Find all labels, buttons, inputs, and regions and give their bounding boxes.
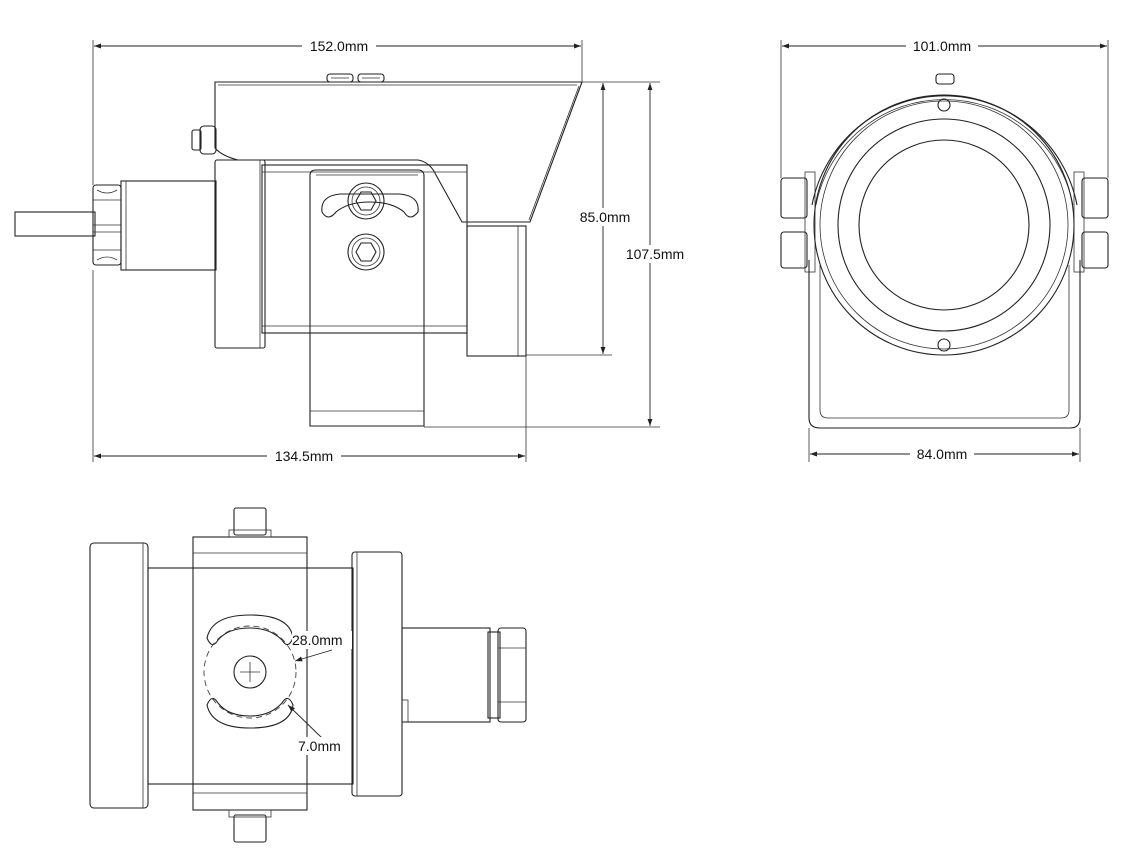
cable — [14, 211, 96, 237]
dim-slot-width: 7.0mm — [287, 704, 348, 755]
housing-body — [261, 164, 468, 334]
dim-total-height: 107.5mm — [424, 83, 690, 428]
bottom-screw-top — [228, 507, 272, 538]
bottom-front-flange — [351, 551, 403, 797]
shield-screw-1 — [326, 73, 354, 83]
dim-label-101: 101.0mm — [913, 38, 971, 54]
bottom-screw-bottom — [228, 809, 272, 843]
dim-label-134: 134.5mm — [275, 448, 333, 464]
bottom-pivot-circle — [203, 625, 297, 719]
front-bracket — [808, 260, 1081, 429]
hex-bolt-upper — [347, 182, 385, 220]
cable-gland-nut — [92, 184, 122, 266]
sun-shield — [214, 81, 583, 223]
dim-overall-length: 152.0mm — [92, 37, 583, 185]
bottom-housing — [147, 567, 354, 785]
dim-label-107: 107.5mm — [626, 246, 684, 262]
bottom-gland-body — [401, 627, 491, 723]
dim-bracket-width: 84.0mm — [808, 428, 1081, 463]
bottom-gland-nut — [487, 627, 527, 723]
mounting-bracket — [309, 169, 425, 427]
cable-gland-body — [120, 180, 217, 271]
bottom-view: 28.0mm 7.0mm — [89, 507, 527, 843]
bottom-arc-slot-upper — [206, 614, 294, 646]
bottom-rear-cap — [89, 542, 149, 809]
rear-shield-screw — [191, 125, 217, 155]
dim-front-width: 101.0mm — [780, 37, 1109, 178]
dim-label-85: 85.0mm — [580, 209, 631, 225]
dim-label-28: 28.0mm — [292, 632, 343, 648]
dim-label-84: 84.0mm — [917, 446, 968, 462]
dim-body-length: 134.5mm — [92, 270, 527, 465]
front-bolt-right — [1073, 171, 1109, 273]
dim-label-7: 7.0mm — [298, 738, 341, 754]
front-bolt-left — [780, 171, 816, 273]
shield-screw-2 — [357, 73, 385, 83]
dim-label-152: 152.0mm — [310, 38, 368, 54]
front-view: 101.0mm 84.0mm — [780, 37, 1109, 463]
hex-bolt-lower — [347, 233, 385, 271]
front-lens — [813, 94, 1075, 356]
dim-slot-radius: 28.0mm — [292, 631, 352, 662]
dim-lens-height: 85.0mm — [526, 81, 660, 356]
bracket-slot — [321, 193, 419, 218]
front-lens-ring — [466, 225, 527, 357]
bottom-arc-slot-lower — [206, 697, 294, 729]
rear-cap — [214, 159, 266, 349]
side-view: 152.0mm 134.5mm 85.0mm 107.5mm — [14, 37, 690, 465]
